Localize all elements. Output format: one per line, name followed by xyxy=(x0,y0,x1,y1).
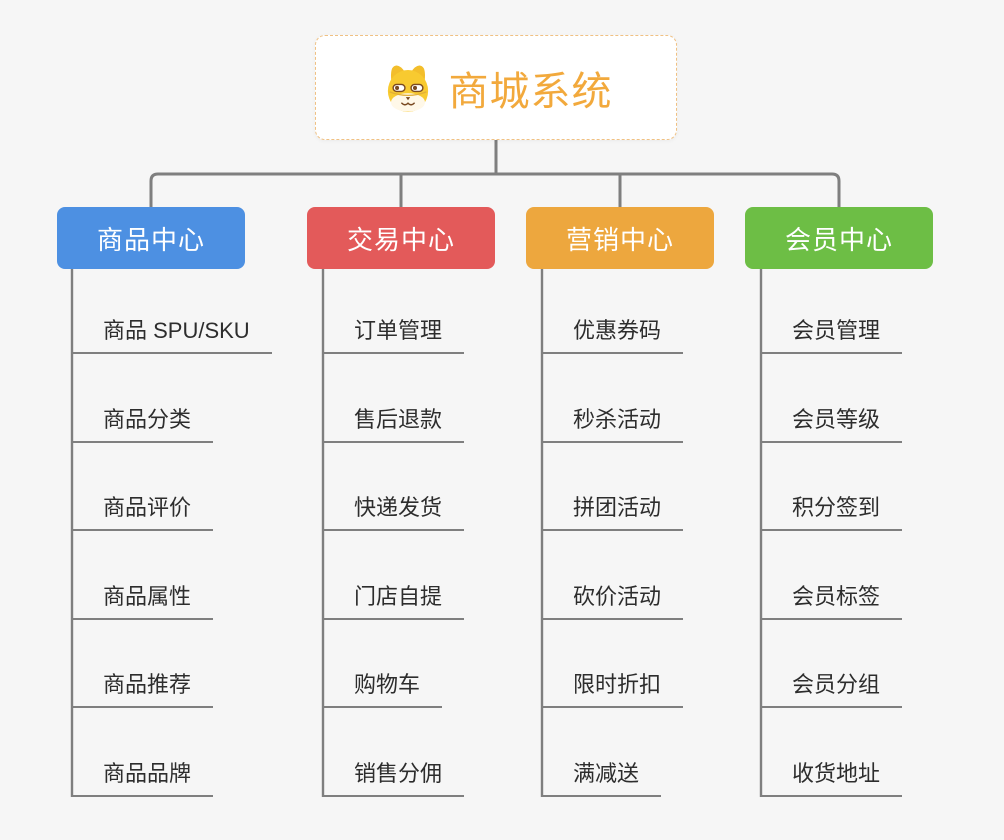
subtopic[interactable]: 收货地址 xyxy=(760,751,903,797)
subtopic[interactable]: 会员分组 xyxy=(760,662,903,708)
branch-label: 营销中心 xyxy=(565,224,674,255)
subtopic[interactable]: 满减送 xyxy=(541,751,662,797)
subtopic[interactable]: 会员等级 xyxy=(760,397,903,443)
branch-product-center[interactable]: 商品中心 xyxy=(57,207,245,269)
subtopic[interactable]: 商品推荐 xyxy=(71,662,214,708)
branch-label: 交易中心 xyxy=(346,224,455,255)
subtopic[interactable]: 商品分类 xyxy=(71,397,214,443)
subtopic[interactable]: 砍价活动 xyxy=(541,574,684,620)
subtopic[interactable]: 销售分佣 xyxy=(322,751,465,797)
branch-trade-center[interactable]: 交易中心 xyxy=(307,207,495,269)
root-topic-label: 商城系统 xyxy=(448,69,613,114)
subtopic[interactable]: 积分签到 xyxy=(760,485,903,531)
subtopic[interactable]: 订单管理 xyxy=(322,308,465,354)
root-topic[interactable]: 商城系统 xyxy=(315,35,677,140)
branch-label: 会员中心 xyxy=(784,224,893,255)
branch-member-center[interactable]: 会员中心 xyxy=(745,207,933,269)
subtopic[interactable]: 门店自提 xyxy=(322,574,465,620)
subtopic[interactable]: 商品属性 xyxy=(71,574,214,620)
subtopic[interactable]: 商品评价 xyxy=(71,485,214,531)
branch-marketing-center[interactable]: 营销中心 xyxy=(526,207,714,269)
subtopic[interactable]: 商品品牌 xyxy=(71,751,214,797)
subtopic[interactable]: 会员标签 xyxy=(760,574,903,620)
branch-label: 商品中心 xyxy=(96,224,205,255)
subtopic[interactable]: 限时折扣 xyxy=(541,662,684,708)
subtopic[interactable]: 秒杀活动 xyxy=(541,397,684,443)
subtopic[interactable]: 购物车 xyxy=(322,662,443,708)
subtopic[interactable]: 拼团活动 xyxy=(541,485,684,531)
subtopic[interactable]: 优惠券码 xyxy=(541,308,684,354)
subtopic[interactable]: 会员管理 xyxy=(760,308,903,354)
subtopic[interactable]: 售后退款 xyxy=(322,397,465,443)
subtopic[interactable]: 商品 SPU/SKU xyxy=(71,308,272,354)
shiba-dog-icon xyxy=(380,61,436,114)
subtopic[interactable]: 快递发货 xyxy=(322,485,465,531)
